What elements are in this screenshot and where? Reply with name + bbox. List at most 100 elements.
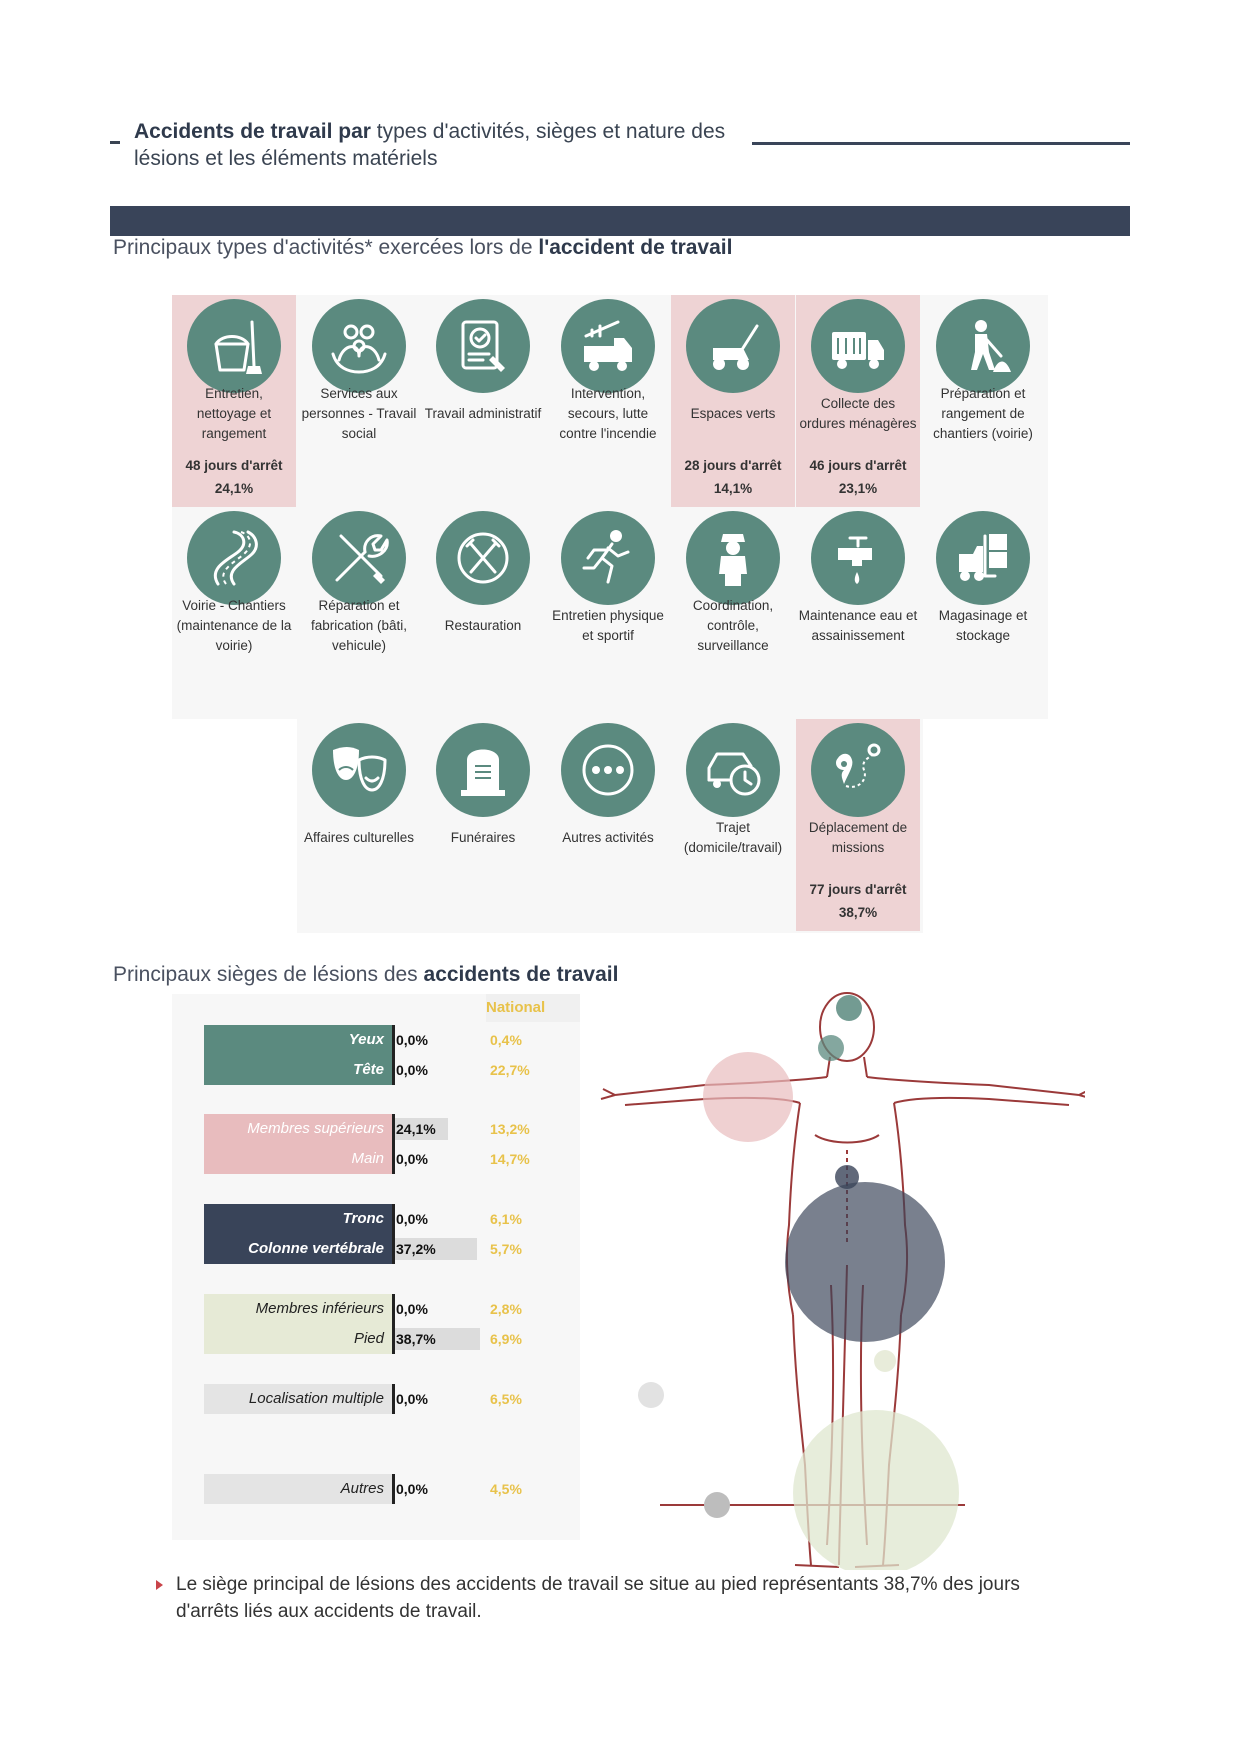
activity-tile-maintenance-eau-et-assainissement: Maintenance eau et assainissement	[796, 507, 920, 697]
runner-icon	[561, 511, 655, 605]
security-guard-icon	[686, 511, 780, 605]
siege-value: 38,7%	[396, 1331, 436, 1347]
siege-label-tronc: Tronc	[204, 1204, 392, 1234]
activity-days: 46 jours d'arrêt	[809, 458, 907, 473]
plate-cutlery-icon	[436, 511, 530, 605]
siege-value: 0,0%	[396, 1151, 428, 1167]
activity-days: 77 jours d'arrêt	[809, 882, 907, 897]
activity-percent: 23,1%	[838, 481, 878, 496]
activity-percent: 14,1%	[713, 481, 753, 496]
siege-axis	[392, 1204, 395, 1234]
siege-national: 22,7%	[490, 1062, 530, 1078]
page-title: Accidents de travail par types d'activit…	[134, 120, 726, 170]
siege-value: 37,2%	[396, 1241, 436, 1257]
siege-value: 0,0%	[396, 1301, 428, 1317]
tete-bubble	[818, 1035, 844, 1061]
siege-axis	[392, 1384, 395, 1414]
siege-axis	[392, 1234, 395, 1264]
activity-label: Trajet (domicile/travail)	[683, 820, 783, 855]
worker-shovel-icon	[936, 299, 1030, 393]
fire-truck-icon	[561, 299, 655, 393]
cleaning-bucket-icon	[187, 299, 281, 393]
activity-label: Affaires culturelles	[303, 830, 415, 845]
siege-label-yeux: Yeux	[204, 1025, 392, 1055]
car-clock-icon	[686, 723, 780, 817]
activity-label: Espaces verts	[690, 406, 776, 421]
siege-axis	[392, 1114, 395, 1144]
activity-label: Collecte des ordures ménagères	[799, 396, 917, 431]
siege-axis	[392, 1055, 395, 1085]
colonne-vertebrale-bubble	[785, 1182, 945, 1342]
siege-national: 2,8%	[490, 1301, 522, 1317]
pied-bubble	[793, 1410, 959, 1570]
siege-label-membres-inferieurs: Membres inférieurs	[204, 1294, 392, 1324]
theater-masks-icon	[312, 723, 406, 817]
activity-tile-travail-administratif: Travail administratif	[421, 295, 545, 485]
activity-tile-trajet-domicile-travail: Trajet (domicile/travail)	[671, 719, 795, 909]
activity-tile-entretien-physique-et-sportif: Entretien physique et sportif	[546, 507, 670, 697]
section-band	[110, 206, 1130, 236]
activity-tile-preparation-et-rangement-de-chantiers-voirie: Préparation et rangement de chantiers (v…	[921, 295, 1045, 485]
activity-label: Voirie - Chantiers (maintenance de la vo…	[176, 598, 292, 653]
siege-national: 6,5%	[490, 1391, 522, 1407]
activity-tile-funeraires: Funéraires	[421, 719, 545, 909]
siege-value-bar	[395, 1328, 481, 1350]
siege-label-membres-superieurs: Membres supérieurs	[204, 1114, 392, 1144]
siege-national: 13,2%	[490, 1121, 530, 1137]
activity-tile-voirie-chantiers-maintenance-de-la-voirie: Voirie - Chantiers (maintenance de la vo…	[172, 507, 296, 697]
siege-national: 4,5%	[490, 1481, 522, 1497]
more-dots-icon	[561, 723, 655, 817]
activity-label: Coordination, contrôle, surveillance	[692, 598, 774, 653]
activity-label: Restauration	[444, 618, 522, 633]
tombstone-icon	[436, 723, 530, 817]
activity-label: Funéraires	[450, 830, 516, 845]
activity-label: Travail administratif	[424, 406, 542, 421]
activity-tile-autres-activites: Autres activités	[546, 719, 670, 909]
human-body-figure	[600, 992, 1085, 1570]
sieges-title: Principaux sièges de lésions des acciden…	[113, 963, 619, 986]
activity-tile-affaires-culturelles: Affaires culturelles	[297, 719, 421, 909]
activity-tile-coordination-controle-surveillance: Coordination, contrôle, surveillance	[671, 507, 795, 697]
road-icon	[187, 511, 281, 605]
header-dash	[110, 141, 120, 144]
activity-label: Autres activités	[562, 830, 654, 845]
siege-label-colonne-vertebrale: Colonne vertébrale	[204, 1234, 392, 1264]
bullet-arrow-icon	[156, 1580, 163, 1590]
activity-days: 28 jours d'arrêt	[684, 458, 782, 473]
yeux-bubble	[836, 995, 862, 1021]
forklift-icon	[936, 511, 1030, 605]
header-rule	[752, 142, 1130, 145]
activity-tile-collecte-des-ordures-menageres: Collecte des ordures ménagères 46 jours d…	[796, 295, 920, 507]
siege-label-tete: Tête	[204, 1055, 392, 1085]
activity-label: Préparation et rangement de chantiers (v…	[933, 386, 1033, 441]
sieges-panel	[172, 994, 580, 1540]
water-tap-icon	[811, 511, 905, 605]
lawn-mower-icon	[686, 299, 780, 393]
conclusion-note: Le siège principal de lésions des accide…	[176, 1574, 1020, 1622]
tools-icon	[312, 511, 406, 605]
siege-national: 14,7%	[490, 1151, 530, 1167]
activity-label: Maintenance eau et assainissement	[798, 608, 918, 643]
siege-axis	[392, 1324, 395, 1354]
siege-value: 0,0%	[396, 1062, 428, 1078]
siege-value: 0,0%	[396, 1032, 428, 1048]
siege-national: 5,7%	[490, 1241, 522, 1257]
activity-label: Réparation et fabrication (bâti, vehicul…	[310, 598, 408, 653]
siege-label-pied: Pied	[204, 1324, 392, 1354]
membres-superieurs-bubble	[703, 1052, 793, 1142]
siege-value-bar	[395, 1118, 449, 1140]
siege-national: 0,4%	[490, 1032, 522, 1048]
national-header: National	[486, 994, 580, 1022]
activities-title: Principaux types d'activités* exercées l…	[113, 236, 733, 259]
garbage-truck-icon	[811, 299, 905, 393]
autres-bubble	[704, 1492, 730, 1518]
siege-axis	[392, 1294, 395, 1324]
activity-label: Entretien physique et sportif	[552, 608, 664, 643]
document-stamp-icon	[436, 299, 530, 393]
siege-value: 0,0%	[396, 1481, 428, 1497]
activity-tile-espaces-verts: Espaces verts 28 jours d'arrêt 14,1%	[671, 295, 795, 507]
activity-label: Services aux personnes - Travail social	[301, 386, 417, 441]
activity-percent: 24,1%	[214, 481, 254, 496]
